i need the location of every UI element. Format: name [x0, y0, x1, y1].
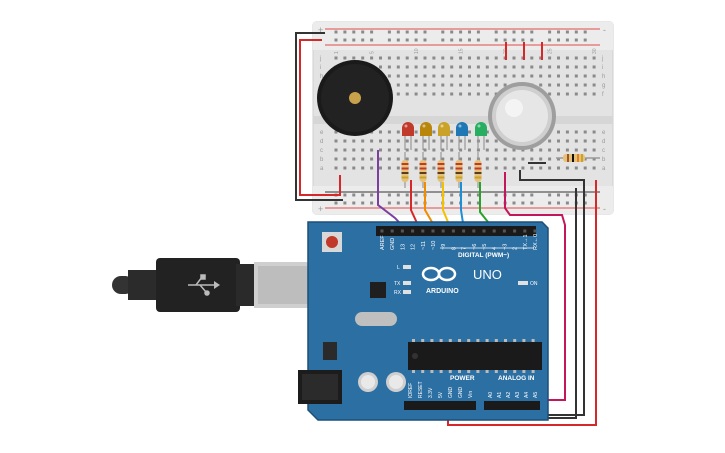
model-label: UNO [473, 267, 502, 282]
digital-pin-label: 2 [513, 247, 519, 250]
digital-pin-label: 12 [411, 244, 417, 250]
rail-minus-label-bottom: - [603, 204, 606, 214]
power-label: POWER [450, 375, 475, 382]
power-pin-label: GND [448, 387, 454, 399]
digital-pin-label: RX←0 [533, 234, 539, 250]
digital-pin-label: ~6 [472, 244, 478, 250]
on-label: ON [530, 281, 538, 287]
column-number: 10 [414, 48, 420, 54]
digital-label: DIGITAL (PWM~) [458, 252, 509, 259]
analog-pin-label: A5 [533, 392, 539, 398]
arduino-uno-board[interactable]: AREF GND 13 12 ~11 ~10 ~9 8 7 ~6 ~5 4 ~3 2 TX→1 RX←0 DI… [298, 221, 549, 421]
column-number: 30 [592, 48, 598, 54]
digital-pin-label: AREF [380, 235, 386, 250]
resistor-group [401, 152, 482, 188]
resistor[interactable] [474, 152, 482, 188]
digital-pin-label: 8 [451, 247, 457, 250]
power-pin-label: 3.3V [428, 387, 434, 398]
row-letter: c [320, 148, 323, 154]
rail-minus-label: - [603, 25, 606, 35]
power-header[interactable] [404, 401, 476, 410]
row-letter: d [320, 139, 323, 145]
digital-pin-label: 13 [400, 244, 406, 250]
led-group [402, 122, 487, 150]
power-pin-label: GND [458, 387, 464, 399]
gas-sensor[interactable] [488, 82, 556, 150]
blue-led[interactable] [456, 122, 468, 150]
analog-label: ANALOG IN [498, 375, 535, 382]
digital-pin-label: ~10 [431, 241, 437, 250]
digital-pin-label: 4 [492, 247, 498, 250]
resistor[interactable] [419, 152, 427, 188]
led-l-label: L [397, 265, 400, 271]
wire-rail-red-top [299, 39, 341, 196]
reset-button[interactable] [322, 232, 342, 252]
led-tx-label: TX [394, 281, 401, 287]
row-letter: j [319, 56, 321, 62]
row-letter: e [602, 130, 606, 136]
digital-pin-label: ~11 [421, 241, 427, 250]
analog-pin-label: A3 [515, 392, 521, 398]
rail-plus-label-bottom: + [318, 204, 323, 214]
arduino-logo-icon [421, 266, 457, 282]
row-letter: c [602, 148, 605, 154]
power-pin-label: IOREF [408, 383, 414, 398]
row-letter: a [320, 166, 324, 172]
digital-pin-label: 7 [462, 247, 468, 250]
row-letter: d [602, 139, 605, 145]
voltage-regulator [323, 342, 337, 360]
digital-pin-label: TX→1 [523, 234, 529, 250]
wire-rail-black-top [295, 32, 343, 201]
analog-pin-label: A4 [524, 392, 530, 398]
crystal-oscillator [355, 312, 397, 326]
wire-sensor-magenta [504, 172, 566, 401]
analog-pin-label: A1 [497, 392, 503, 398]
column-number: 5 [370, 51, 376, 54]
analog-pin-label: A0 [488, 392, 494, 398]
row-letter: j [601, 56, 603, 62]
analog-pin-label: A2 [506, 392, 512, 398]
resistor[interactable] [455, 152, 463, 188]
resistor[interactable] [401, 152, 409, 188]
row-letter: h [320, 74, 323, 80]
row-letter: g [602, 83, 605, 89]
green-led[interactable] [475, 122, 487, 150]
digital-pin-label: ~3 [502, 244, 508, 250]
usb-chip [370, 282, 386, 298]
yellow-led[interactable] [438, 122, 450, 150]
resistor[interactable] [437, 152, 445, 188]
row-letter: i [320, 65, 321, 71]
column-number: 15 [459, 48, 465, 54]
usb-cable[interactable] [112, 258, 320, 312]
power-pin-label: RESET [418, 381, 424, 398]
column-number: 1 [334, 51, 340, 54]
orange-led[interactable] [420, 122, 432, 150]
rail-plus-label: + [318, 25, 323, 35]
breadboard: 151015202530jjiihhggffeeddccbbaa + - + - [312, 21, 614, 215]
digital-pin-label: GND [390, 238, 396, 250]
row-letter: f [602, 92, 604, 98]
row-letter: i [602, 65, 603, 71]
usb-icon [188, 274, 220, 296]
row-letter: h [602, 74, 605, 80]
column-number: 25 [548, 48, 554, 54]
row-letter: b [320, 157, 324, 163]
digital-pin-labels: AREF GND 13 12 ~11 ~10 ~9 8 7 ~6 ~5 4 ~3 2 TX→1 RX←0 [380, 229, 539, 250]
atmega-chip [408, 342, 542, 370]
arduino-logo-text: ARDUINO [426, 288, 459, 295]
digital-header[interactable] [376, 226, 536, 236]
power-pin-label: Vin [468, 391, 474, 398]
digital-pin-label: ~5 [482, 244, 488, 250]
digital-pin-label: ~9 [441, 244, 447, 250]
red-led[interactable] [402, 122, 414, 150]
resistor-horizontal[interactable] [556, 154, 600, 162]
power-pin-label: 5V [438, 391, 444, 398]
row-letter: a [602, 166, 606, 172]
row-letter: b [602, 157, 606, 163]
piezo-buzzer[interactable] [317, 60, 393, 136]
analog-header[interactable] [484, 401, 540, 410]
row-letter: e [320, 130, 324, 136]
led-rx-label: RX [394, 290, 402, 296]
